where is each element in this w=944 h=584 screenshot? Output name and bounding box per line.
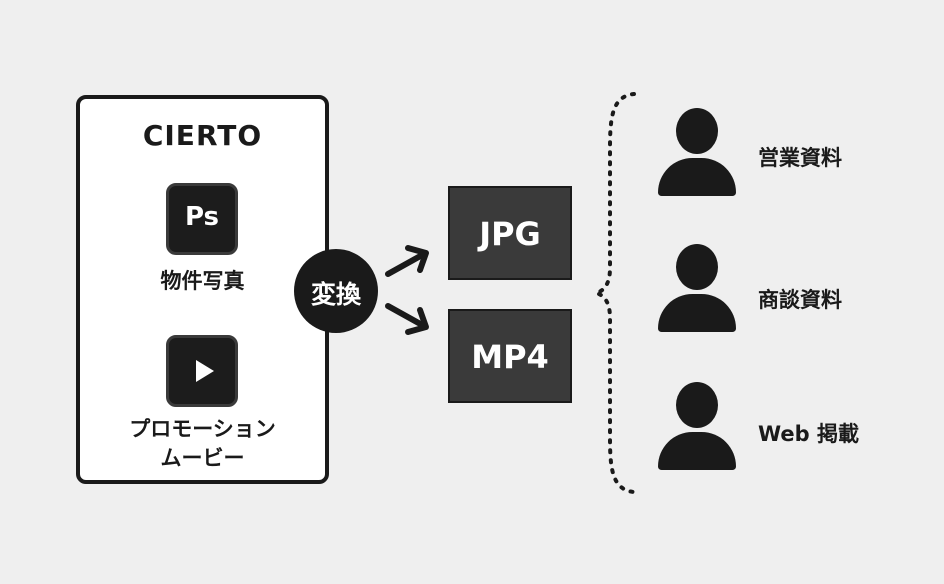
person-body — [658, 158, 736, 196]
person-body — [658, 294, 736, 332]
sales-material-label: 営業資料 — [758, 146, 842, 170]
person-head — [676, 244, 718, 290]
convert-label: 変換 — [310, 280, 361, 309]
promo-movie-label-line1: プロモーション — [129, 417, 276, 441]
mp4-format-box: MP4 — [448, 309, 572, 403]
person-body — [658, 432, 736, 470]
promo-movie-label-line2: ムービー — [160, 446, 245, 470]
jpg-format-box: JPG — [448, 186, 572, 280]
photoshop-icon-text: Ps — [184, 202, 220, 232]
jpg-label: JPG — [479, 215, 541, 253]
mp4-label: MP4 — [471, 338, 549, 376]
person-icon — [658, 244, 738, 336]
property-photo-label: 物件写真 — [160, 269, 245, 293]
convert-arrows — [385, 245, 429, 335]
promo-movie-label: プロモーション ムービー — [80, 415, 325, 473]
negotiation-material-label: 商談資料 — [758, 288, 842, 312]
arrow-down-right-icon — [385, 303, 429, 335]
play-icon — [166, 335, 238, 407]
person-icon — [658, 108, 738, 200]
dotted-brace — [595, 92, 636, 494]
person-head — [676, 382, 718, 428]
person-icon — [658, 382, 738, 474]
photoshop-icon: Ps — [166, 183, 238, 255]
cierto-title: CIERTO — [142, 119, 263, 152]
web-posting-label: Web 掲載 — [758, 422, 860, 446]
cierto-panel: CIERTO Ps 物件写真 プロモーション ムービー — [76, 95, 329, 484]
convert-badge: 変換 — [294, 249, 378, 333]
person-head — [676, 108, 718, 154]
arrow-up-right-icon — [385, 245, 429, 277]
play-triangle — [196, 360, 214, 382]
